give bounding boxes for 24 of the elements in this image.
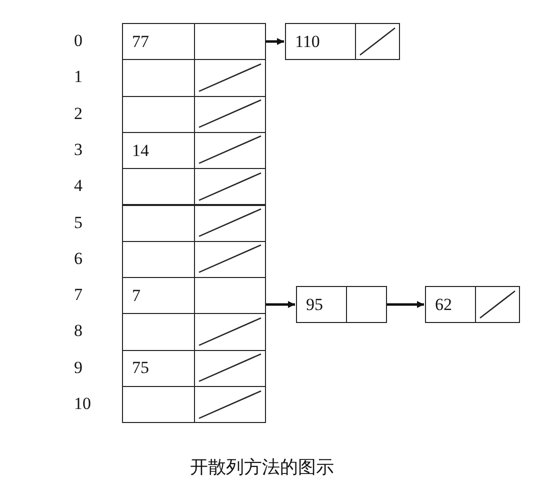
row-index: 7 — [74, 285, 82, 306]
pointer-cell — [122, 204, 195, 242]
row-index: 1 — [74, 67, 82, 88]
row-index: 6 — [74, 248, 82, 269]
row-index: 9 — [74, 358, 82, 378]
row-index: 2 — [74, 104, 82, 124]
pointer-cell — [194, 23, 266, 60]
row-index: 0 — [74, 31, 82, 51]
row-index: 3 — [74, 140, 82, 160]
pointer-cell — [122, 168, 195, 206]
row-index: 10 — [74, 394, 91, 414]
key-cell: 77 — [122, 23, 195, 60]
key-cell: 62 — [425, 286, 476, 323]
arrow — [387, 301, 424, 308]
row-index: 4 — [74, 176, 82, 196]
key-cell: 95 — [296, 286, 347, 323]
pointer-cell — [122, 386, 195, 424]
arrow — [266, 301, 295, 308]
pointer-cell — [346, 286, 387, 323]
arrow — [266, 38, 284, 45]
row-index: 5 — [74, 212, 82, 232]
key-cell: 110 — [285, 23, 356, 60]
caption: 开散列方法的图示 — [190, 456, 334, 479]
row-index: 8 — [74, 321, 82, 342]
